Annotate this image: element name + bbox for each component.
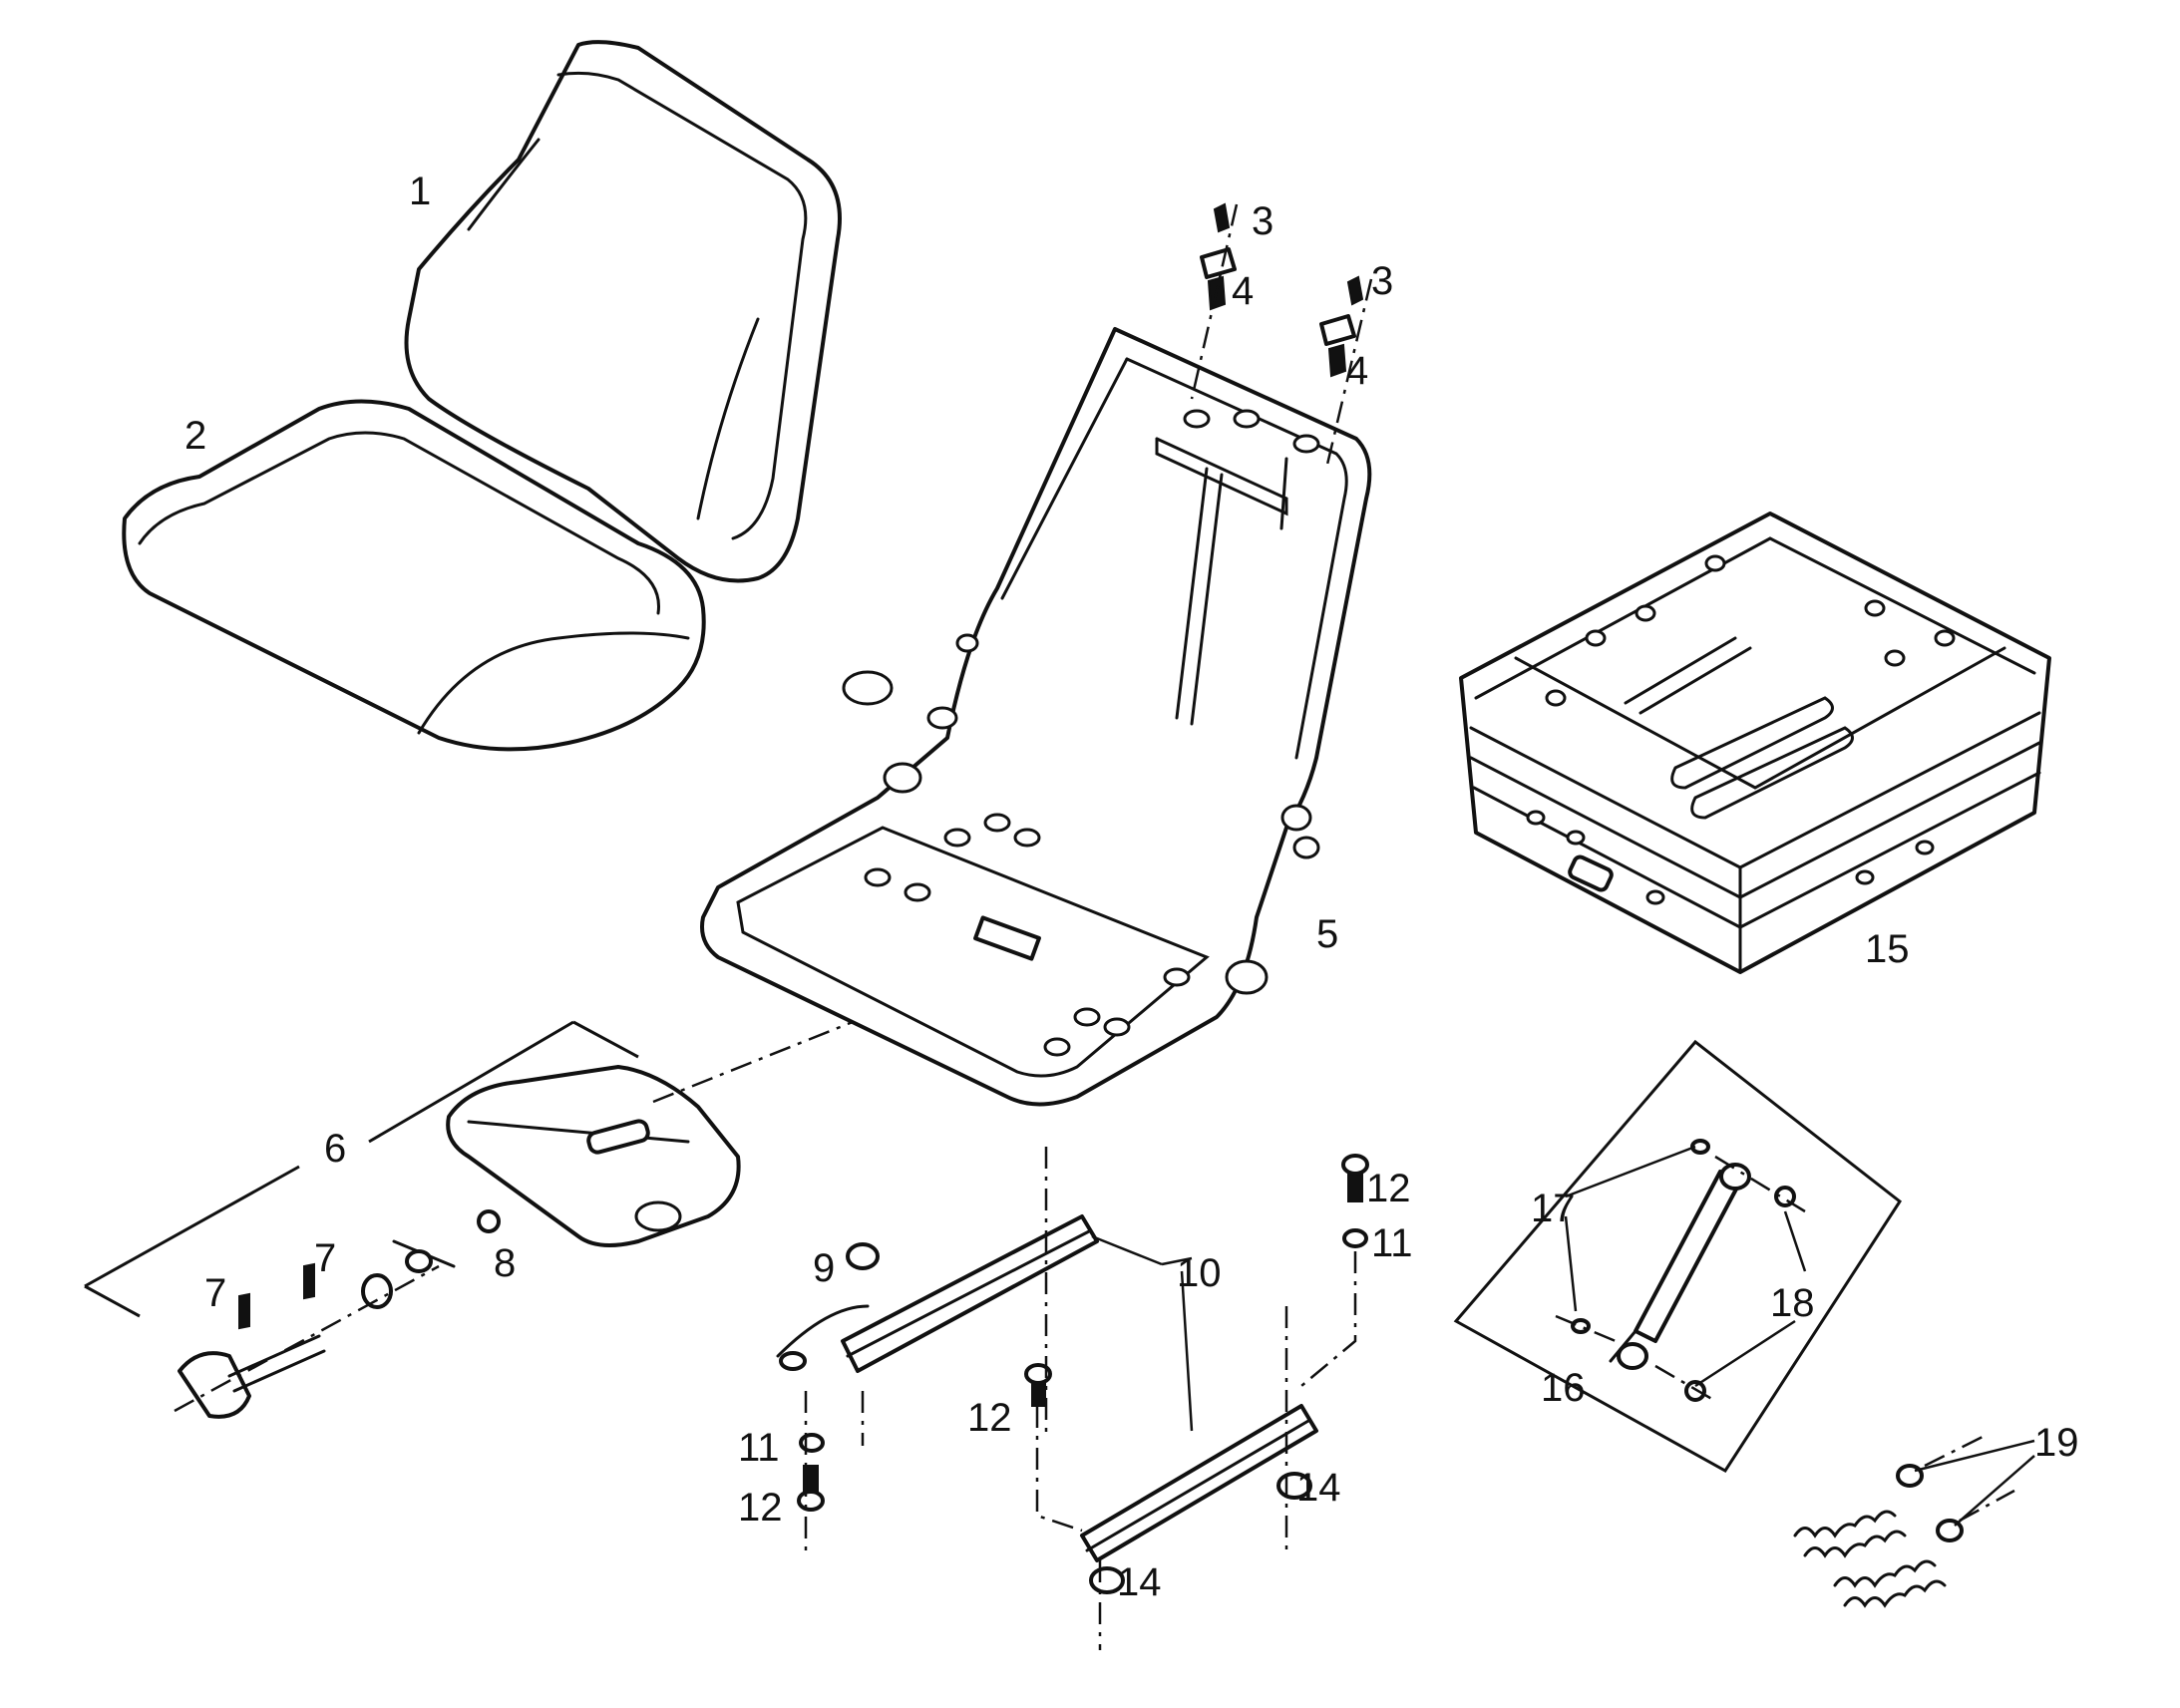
seat-frame [700, 327, 1372, 1107]
leader-17a [1565, 1145, 1696, 1198]
leader-19b [1954, 1455, 2035, 1527]
adjusting-plate [446, 1065, 741, 1247]
callout-12c: 12 [738, 1486, 783, 1530]
callout-3a: 3 [1252, 199, 1273, 243]
assembly-line-spring-top [1924, 1434, 1986, 1468]
callout-12a: 12 [1366, 1167, 1411, 1210]
assembly-line-plate [652, 1020, 854, 1104]
callout-19: 19 [2034, 1421, 2079, 1465]
assembly-line-spring-bottom [1959, 1489, 2015, 1523]
bracket-6-bottom [84, 1284, 141, 1318]
callout-2: 2 [184, 414, 206, 458]
assembly-line-rail-bottom [1035, 1406, 1083, 1533]
assembly-line-spindle [174, 1264, 440, 1413]
callout-15: 15 [1865, 927, 1910, 971]
callout-12b: 12 [967, 1396, 1012, 1440]
leader-17b [1564, 1215, 1578, 1312]
knob-and-spindle [178, 1209, 501, 1419]
assembly-line-bolt-right [1324, 278, 1373, 470]
callout-3b: 3 [1371, 259, 1393, 303]
callout-7b: 7 [314, 1236, 336, 1280]
seat-cushion [122, 399, 706, 752]
callout-4a: 4 [1232, 269, 1254, 313]
bracket-6-left [84, 1165, 300, 1288]
assembly-line-bolt-left [1190, 203, 1239, 400]
callout-16: 16 [1541, 1366, 1586, 1410]
callout-10: 10 [1177, 1251, 1222, 1295]
assembly-line-strut-bottom [1555, 1314, 1617, 1343]
leader-19a [1914, 1439, 2035, 1473]
seat-rails [776, 1154, 1369, 1594]
callout-1: 1 [409, 170, 431, 213]
leader-10a [1091, 1234, 1163, 1266]
callout-11b: 11 [738, 1426, 780, 1470]
box-16 [1453, 1039, 1903, 1473]
callout-7a: 7 [204, 1271, 226, 1315]
suspension-base [1459, 512, 2051, 974]
springs [1793, 1464, 1964, 1608]
assembly-line-strut-right [1654, 1364, 1716, 1403]
callout-4b: 4 [1346, 349, 1368, 393]
callout-6: 6 [324, 1127, 346, 1171]
bracket-6-top [368, 1020, 574, 1144]
leader-18a [1783, 1210, 1807, 1272]
leader-18b [1694, 1319, 1796, 1388]
backrest-bolts [1200, 202, 1364, 378]
leader-10b [1161, 1256, 1193, 1266]
bracket-6 [572, 1020, 639, 1059]
callout-17: 17 [1531, 1187, 1576, 1230]
assembly-line-rail-right [1300, 1251, 1357, 1387]
callout-9: 9 [813, 1246, 835, 1290]
callout-14a: 14 [1296, 1466, 1341, 1510]
backrest-cushion [404, 40, 842, 583]
gas-strut [1571, 1139, 1796, 1402]
callout-14b: 14 [1117, 1560, 1162, 1604]
callout-5: 5 [1316, 912, 1338, 956]
leader-10c [1180, 1270, 1194, 1432]
callout-11a: 11 [1371, 1221, 1413, 1265]
callout-8: 8 [494, 1241, 516, 1285]
callout-18: 18 [1770, 1281, 1815, 1325]
assembly-line-strut-top [1714, 1155, 1806, 1213]
